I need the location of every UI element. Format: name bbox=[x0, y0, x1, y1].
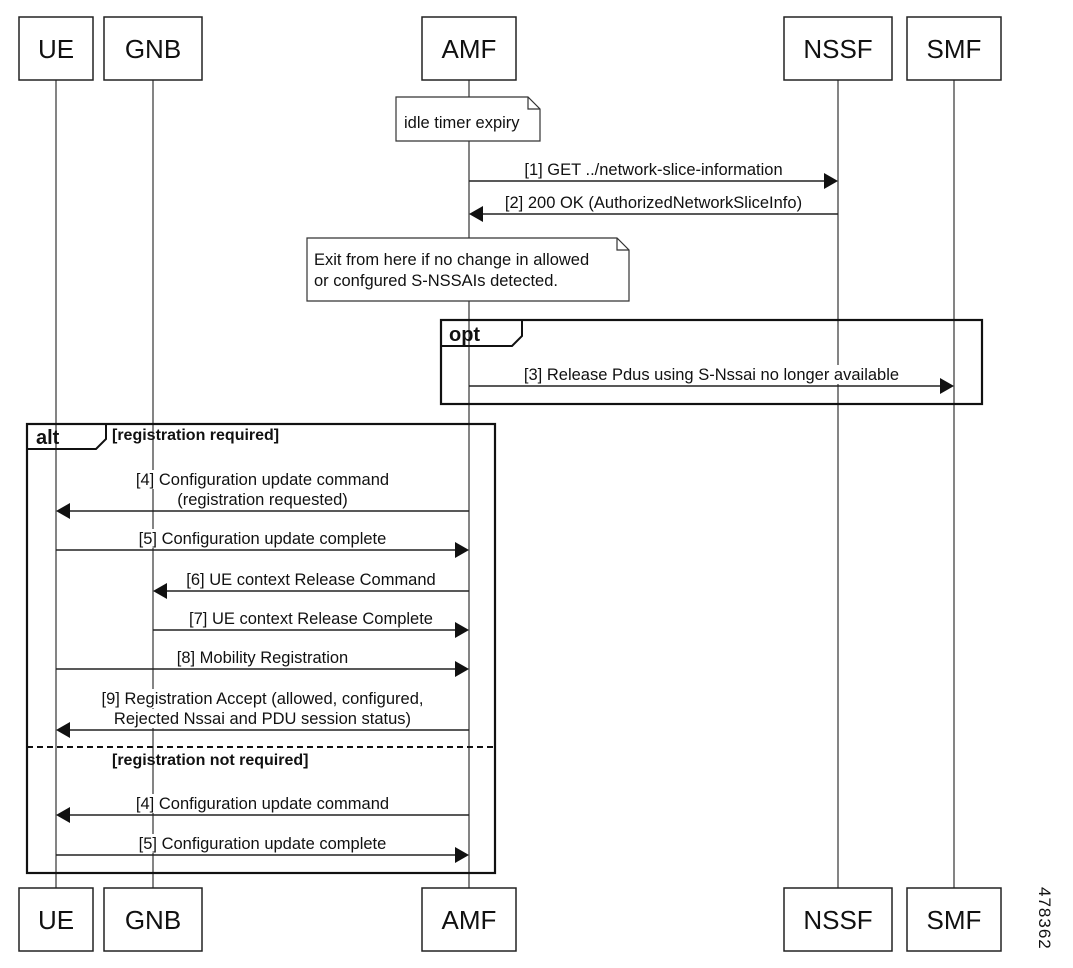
participant-label: SMF bbox=[927, 905, 982, 935]
alt-fragment: alt [registration required] [registration … bbox=[25, 422, 497, 875]
arrowhead-icon bbox=[56, 503, 70, 519]
arrowhead-icon bbox=[824, 173, 838, 189]
alt-guard-1: [registration required] bbox=[112, 427, 279, 444]
participant-label: UE bbox=[38, 905, 74, 935]
note-1: idle timer expiry bbox=[395, 96, 541, 142]
participant-amf-bottom: AMF bbox=[421, 887, 517, 952]
alt-tag: alt bbox=[36, 427, 60, 449]
participant-label: NSSF bbox=[803, 905, 872, 935]
message-10: [4] Configuration update command bbox=[56, 794, 469, 823]
message-11: [5] Configuration update complete bbox=[56, 834, 469, 863]
opt-tag: opt bbox=[449, 324, 480, 346]
message-label: [3] Release Pdus using S-Nssai no longer… bbox=[524, 366, 899, 384]
message-5: [5] Configuration update complete bbox=[56, 529, 469, 558]
participant-label: AMF bbox=[442, 905, 497, 935]
alt-guard-2: [registration not required] bbox=[112, 752, 308, 769]
participant-gnb-bottom: GNB bbox=[103, 887, 203, 952]
arrowhead-icon bbox=[940, 378, 954, 394]
message-2: [2] 200 OK (AuthorizedNetworkSliceInfo) bbox=[469, 193, 838, 222]
participant-label: UE bbox=[38, 34, 74, 64]
message-3: [3] Release Pdus using S-Nssai no longer… bbox=[469, 365, 954, 394]
note-text: idle timer expiry bbox=[404, 114, 520, 132]
participant-label: SMF bbox=[927, 34, 982, 64]
participant-amf-top: AMF bbox=[421, 16, 517, 81]
arrowhead-icon bbox=[56, 807, 70, 823]
opt-fragment: opt bbox=[439, 318, 984, 406]
participant-label: GNB bbox=[125, 34, 181, 64]
participant-smf-bottom: SMF bbox=[906, 887, 1002, 952]
message-7: [7] UE context Release Complete bbox=[153, 609, 469, 638]
arrowhead-icon bbox=[455, 542, 469, 558]
arrowhead-icon bbox=[469, 206, 483, 222]
message-label: [6] UE context Release Command bbox=[186, 571, 435, 589]
participant-label: AMF bbox=[442, 34, 497, 64]
message-6: [6] UE context Release Command bbox=[153, 570, 469, 599]
message-9: [9] Registration Accept (allowed, config… bbox=[56, 689, 469, 738]
note-text: Exit from here if no change in allowed bbox=[314, 251, 589, 269]
message-label: [4] Configuration update command bbox=[136, 795, 389, 813]
arrowhead-icon bbox=[56, 722, 70, 738]
arrowhead-icon bbox=[455, 661, 469, 677]
note-2: Exit from here if no change in allowed or… bbox=[306, 237, 630, 302]
participant-ue-bottom: UE bbox=[18, 887, 94, 952]
message-label: Rejected Nssai and PDU session status) bbox=[114, 710, 411, 728]
message-1: [1] GET ../network-slice-information bbox=[469, 160, 838, 189]
message-label: (registration requested) bbox=[177, 491, 348, 509]
message-label: [2] 200 OK (AuthorizedNetworkSliceInfo) bbox=[505, 194, 802, 212]
participant-gnb-top: GNB bbox=[103, 16, 203, 81]
participant-ue-top: UE bbox=[18, 16, 94, 81]
participant-nssf-top: NSSF bbox=[783, 16, 893, 81]
message-label: [1] GET ../network-slice-information bbox=[524, 161, 782, 179]
arrowhead-icon bbox=[455, 847, 469, 863]
note-text: or confgured S-NSSAIs detected. bbox=[314, 272, 558, 290]
message-label: [9] Registration Accept (allowed, config… bbox=[102, 690, 424, 708]
message-label: [5] Configuration update complete bbox=[139, 835, 387, 853]
arrowhead-icon bbox=[455, 622, 469, 638]
participant-nssf-bottom: NSSF bbox=[783, 887, 893, 952]
message-4: [4] Configuration update command (registr… bbox=[56, 470, 469, 519]
message-label: [4] Configuration update command bbox=[136, 471, 389, 489]
participant-label: NSSF bbox=[803, 34, 872, 64]
figure-id: 478362 bbox=[1035, 887, 1054, 950]
arrowhead-icon bbox=[153, 583, 167, 599]
message-label: [8] Mobility Registration bbox=[177, 649, 349, 667]
participant-label: GNB bbox=[125, 905, 181, 935]
message-label: [5] Configuration update complete bbox=[139, 530, 387, 548]
message-8: [8] Mobility Registration bbox=[56, 648, 469, 677]
message-label: [7] UE context Release Complete bbox=[189, 610, 433, 628]
participant-smf-top: SMF bbox=[906, 16, 1002, 81]
